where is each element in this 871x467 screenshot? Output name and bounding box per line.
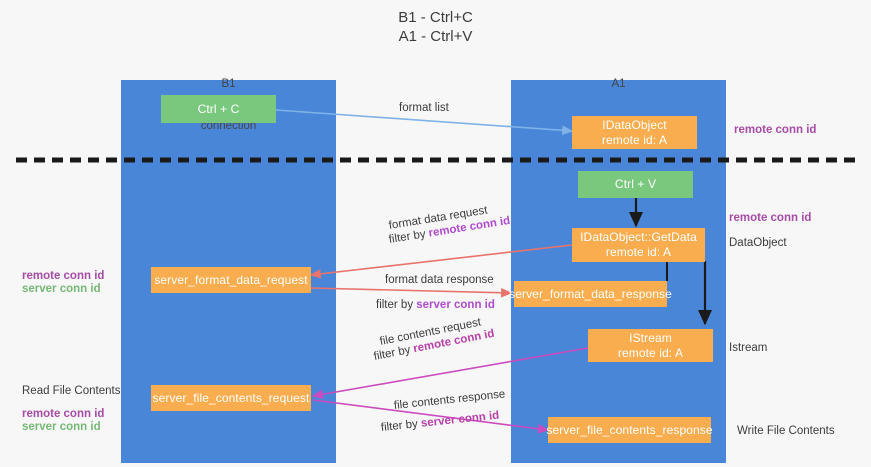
node-idataobject-getdata[interactable]: IDataObject::GetData remote id: A: [572, 228, 705, 262]
node-server-format-data-request-label: server_format_data_request: [154, 272, 308, 287]
node-server-format-data-request[interactable]: server_format_data_request: [151, 267, 311, 293]
node-idataobject-getdata-line1: IDataObject::GetData: [580, 230, 697, 244]
node-server-file-contents-response-label: server_file_contents_response: [546, 422, 713, 437]
side-label-right-write-file-contents: Write File Contents: [737, 425, 835, 437]
lane-header-a1-line1: A1: [611, 78, 626, 90]
node-server-format-data-response[interactable]: server_format_data_response: [509, 281, 672, 307]
filter-prefix: filter by: [380, 417, 422, 434]
node-istream-line1: IStream: [629, 330, 672, 345]
diagram-title-line-2: A1 - Ctrl+V: [398, 28, 473, 45]
edge-format-data-response: [310, 287, 513, 298]
side-label-left-read-file-contents: Read File Contents: [22, 385, 121, 397]
edge-label-format-data-response: format data response: [385, 274, 494, 286]
edge-label-format-list: format list: [399, 102, 449, 114]
node-idataobject-remote-line1: IDataObject: [602, 117, 667, 132]
side-label-right-dataobject: DataObject: [729, 237, 787, 249]
filter-prefix: filter by: [372, 343, 415, 363]
side-label-left-server-conn-id-bot: server conn id: [22, 421, 101, 433]
lane-header-b1-line2: connection: [200, 120, 257, 132]
node-istream[interactable]: IStream remote id: A: [588, 329, 713, 362]
diagram-title-line-1: B1 - Ctrl+C: [398, 9, 473, 26]
side-label-left-server-conn-id-mid: server conn id: [22, 283, 101, 295]
side-label-right-remote-conn-id-top: remote conn id: [734, 124, 817, 136]
node-ctrl-c-label: Ctrl + C: [197, 101, 240, 116]
side-label-left-remote-conn-id-mid: remote conn id: [22, 270, 105, 282]
node-ctrl-c[interactable]: Ctrl + C: [161, 95, 276, 123]
node-idataobject-remote[interactable]: IDataObject remote id: A: [572, 116, 697, 149]
lane-header-b1: B1 connection: [121, 49, 336, 161]
lane-header-b1-line1: B1: [221, 78, 236, 90]
side-label-right-istream: Istream: [729, 342, 768, 354]
node-server-file-contents-request-label: server_file_contents_request: [152, 390, 310, 405]
node-istream-line2: remote id: A: [617, 345, 684, 360]
filter-prefix: filter by: [376, 299, 417, 311]
side-label-right-remote-conn-id-mid: remote conn id: [729, 212, 812, 224]
node-idataobject-remote-line2: remote id: A: [601, 132, 668, 147]
filter-key-server-conn-id: server conn id: [420, 409, 500, 430]
node-ctrl-v[interactable]: Ctrl + V: [578, 171, 693, 198]
edge-label-format-data-response-filter: filter by server conn id: [376, 298, 495, 313]
node-idataobject-getdata-line2: remote id: A: [605, 245, 672, 259]
node-server-file-contents-response[interactable]: server_file_contents_response: [546, 417, 713, 443]
filter-key-server-conn-id: server conn id: [416, 299, 495, 311]
node-server-format-data-response-label: server_format_data_response: [509, 286, 672, 301]
side-label-left-remote-conn-id-bot: remote conn id: [22, 408, 105, 420]
node-server-file-contents-request[interactable]: server_file_contents_request: [151, 385, 311, 411]
node-ctrl-v-label: Ctrl + V: [614, 177, 657, 191]
